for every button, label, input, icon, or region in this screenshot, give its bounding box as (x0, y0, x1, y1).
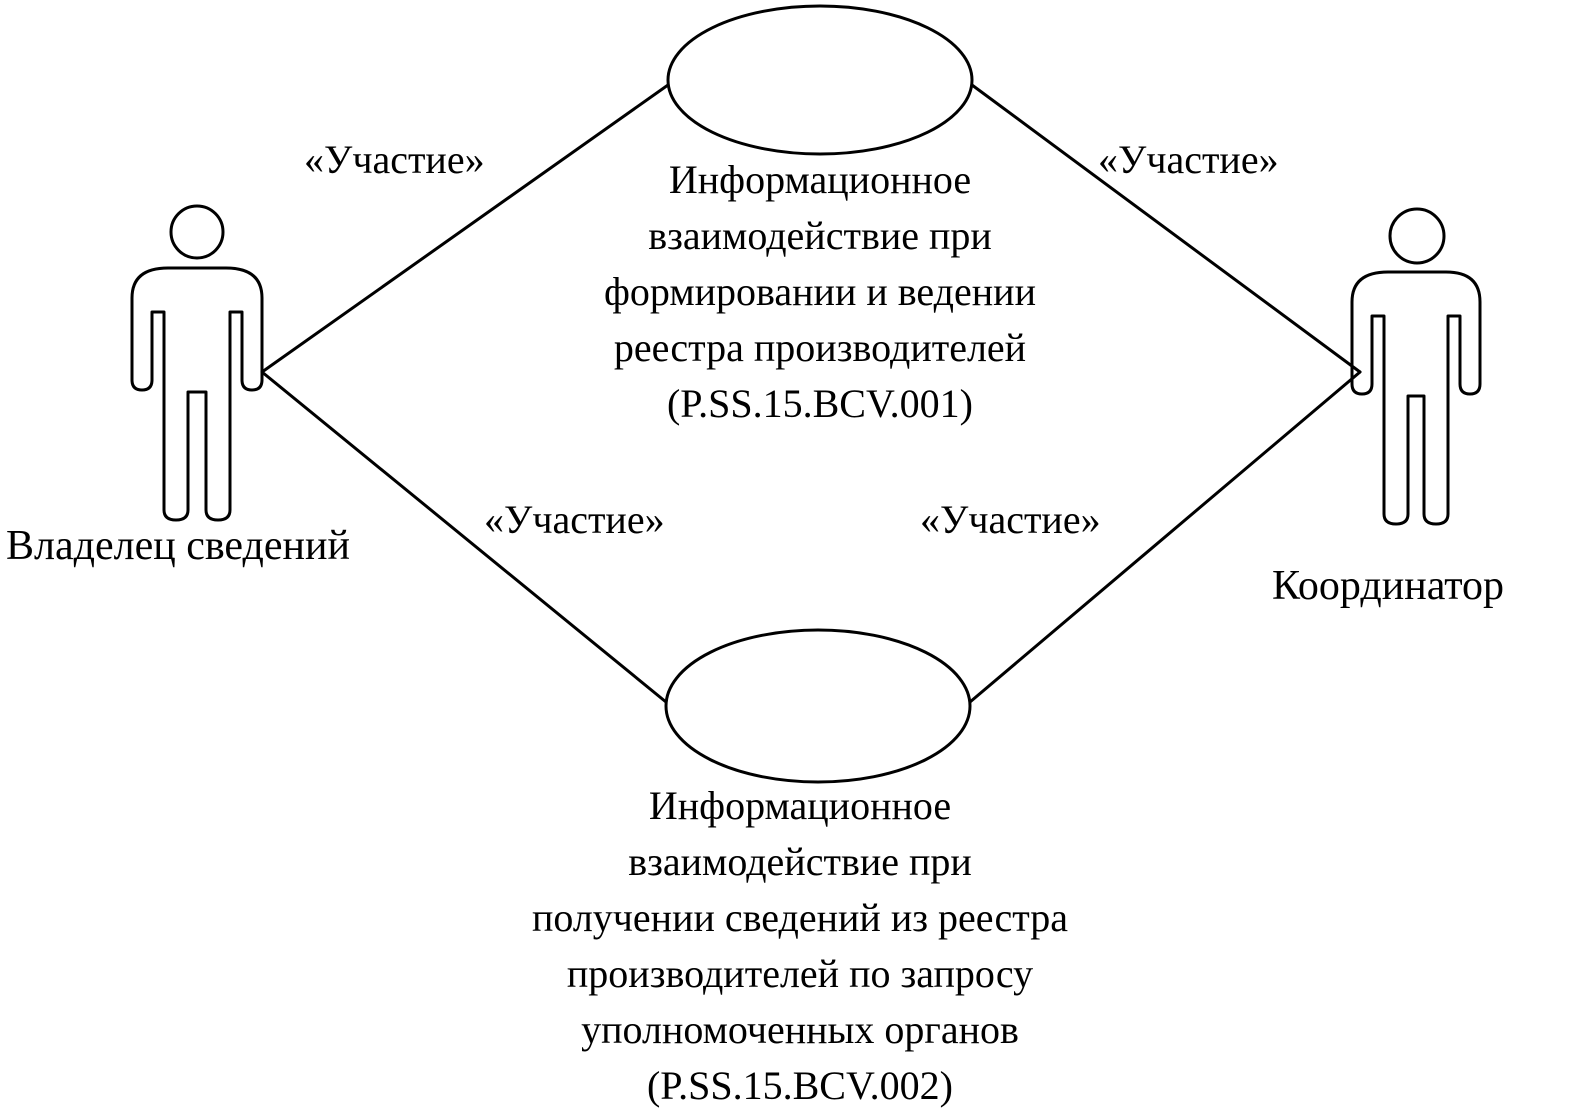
use-case-uc2-line: взаимодействие при (628, 839, 972, 884)
association-owner-uc1 (260, 83, 670, 374)
actor-figure-owner-icon[interactable] (130, 204, 264, 522)
use-case-uc1-line: формировании и ведении (604, 269, 1036, 314)
use-case-uc1-line: (P.SS.15.BCV.001) (666, 381, 974, 426)
use-case-uc2-line: производителей по запросу (566, 951, 1034, 996)
use-case-uc1-line: взаимодействие при (648, 213, 992, 258)
use-case-ellipse-uc1[interactable] (666, 4, 974, 156)
use-case-name-uc2: Информационное взаимодействие при получе… (450, 778, 1150, 1114)
actor-name-owner: Владелец сведений (6, 523, 350, 569)
association-label-coordinator-uc1: «Участие» (1098, 137, 1279, 182)
use-case-uc1-line: Информационное (668, 157, 972, 202)
use-case-uc1-line: реестра производителей (613, 325, 1027, 370)
actor-name-coordinator: Координатор (1272, 563, 1505, 609)
use-case-uc2-line: Информационное (648, 783, 952, 828)
use-case-uc2-line: уполномоченных органов (581, 1007, 1019, 1052)
use-case-ellipse-uc2[interactable] (664, 628, 972, 784)
association-label-coordinator-uc2: «Участие» (920, 497, 1101, 542)
association-label-owner-uc2: «Участие» (484, 497, 665, 542)
association-coordinator-uc1 (970, 83, 1362, 374)
association-coordinator-uc2 (968, 370, 1362, 704)
actor-figure-coordinator-icon[interactable] (1350, 207, 1482, 526)
use-case-uc2-line: получении сведений из реестра (531, 895, 1069, 940)
association-owner-uc2 (260, 370, 668, 704)
association-label-owner-uc1: «Участие» (304, 137, 485, 182)
use-case-uc2-line: (P.SS.15.BCV.002) (646, 1063, 954, 1108)
use-case-name-uc1: Информационное взаимодействие при формир… (520, 152, 1120, 432)
